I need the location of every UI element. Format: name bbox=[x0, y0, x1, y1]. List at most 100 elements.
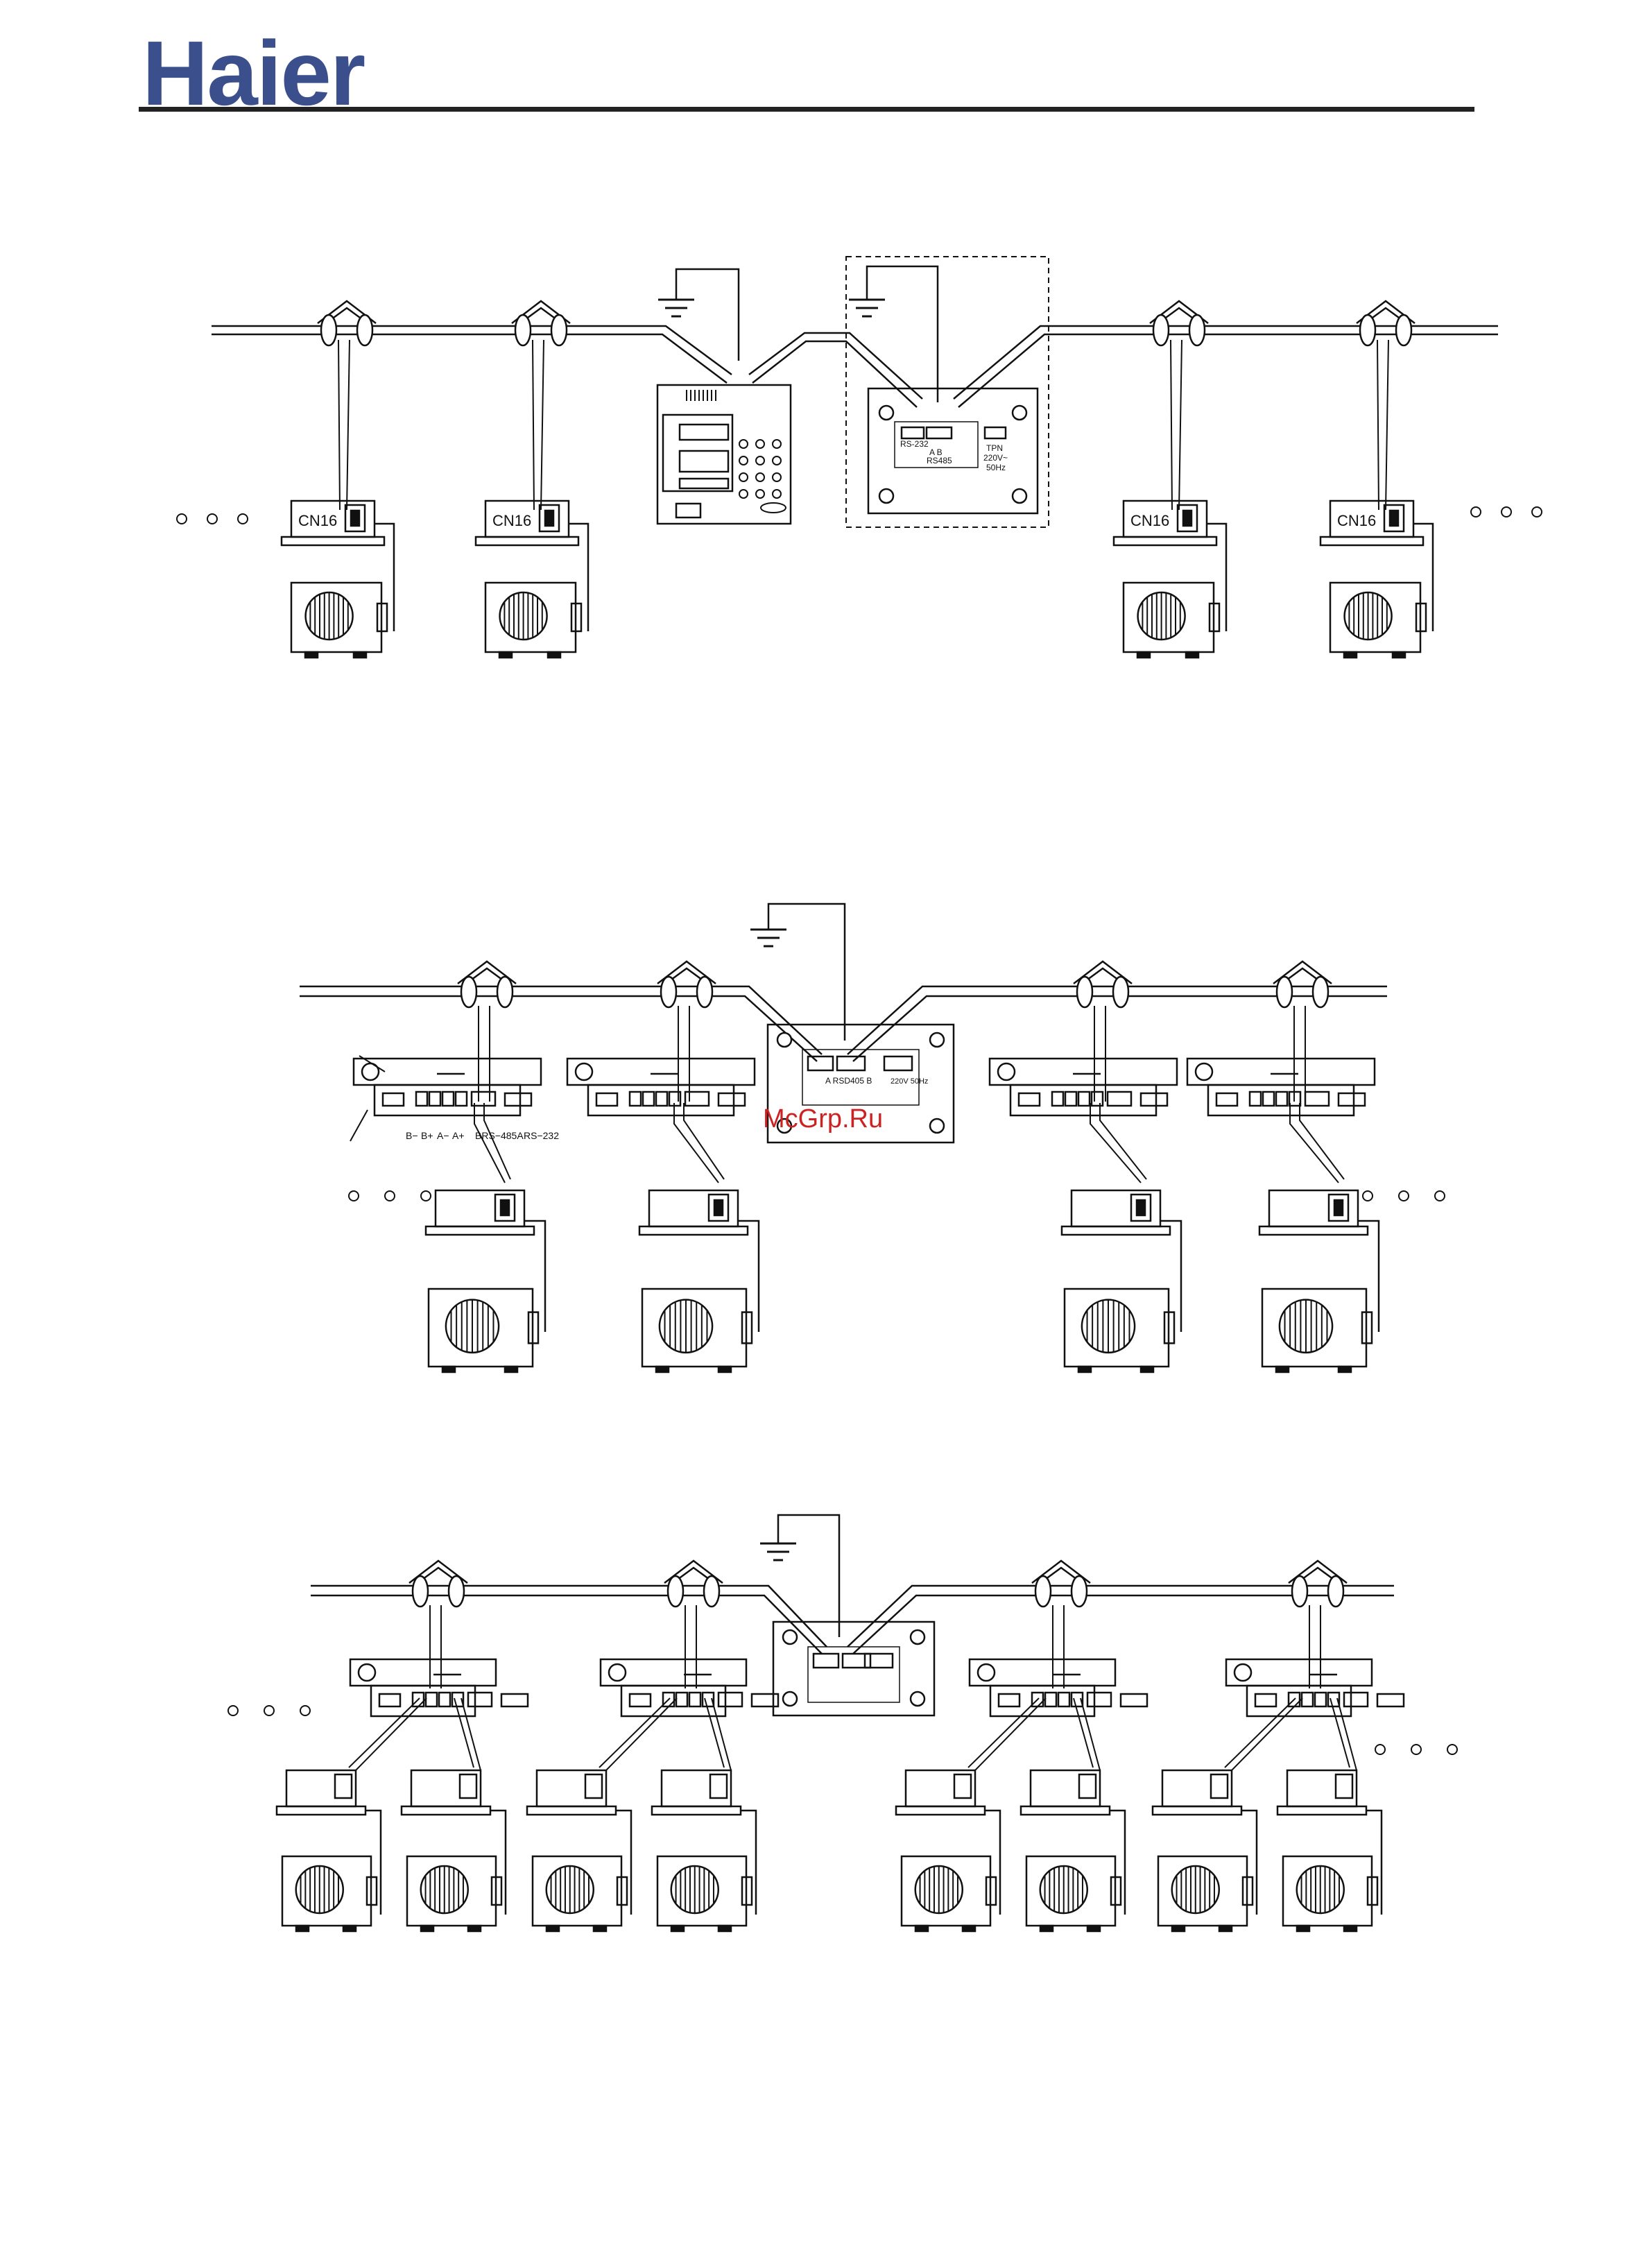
indoor-unit-base bbox=[1062, 1226, 1170, 1235]
ferrite-core bbox=[1328, 1576, 1343, 1607]
adapter-led bbox=[609, 1664, 626, 1681]
mounting-hole bbox=[911, 1692, 924, 1706]
signal-wire bbox=[684, 1103, 724, 1179]
ferrite-core bbox=[1189, 315, 1205, 345]
signal-wire bbox=[349, 1698, 420, 1768]
refrigerant-pipe bbox=[741, 1811, 756, 1915]
ferrite-core bbox=[551, 315, 567, 345]
indoor-unit bbox=[1031, 1770, 1100, 1806]
foot bbox=[1393, 652, 1405, 658]
adapter-led bbox=[359, 1664, 375, 1681]
term-label: B+ bbox=[421, 1130, 433, 1141]
signal-wire bbox=[533, 340, 534, 510]
indoor-unit bbox=[286, 1770, 356, 1806]
ferrite-core bbox=[697, 977, 712, 1007]
ferrite-core bbox=[1077, 977, 1092, 1007]
terminal-block bbox=[1092, 1092, 1103, 1106]
foot bbox=[1141, 1367, 1153, 1372]
indoor-unit-base bbox=[639, 1226, 748, 1235]
foot bbox=[1186, 652, 1198, 658]
rs232-port bbox=[505, 1093, 531, 1106]
terminal-block bbox=[656, 1092, 667, 1106]
ellipsis-dot bbox=[1411, 1745, 1421, 1754]
cn16-label: CN16 bbox=[492, 512, 531, 529]
leader-line bbox=[350, 1110, 368, 1141]
foot bbox=[915, 1926, 928, 1931]
keypad-button bbox=[756, 440, 764, 448]
ellipsis-dot bbox=[1375, 1745, 1385, 1754]
cn16-connector bbox=[710, 1774, 727, 1798]
term-label: BRS−485A bbox=[475, 1130, 524, 1141]
cn16-connector-pin bbox=[1390, 511, 1398, 526]
ellipsis-dot bbox=[300, 1706, 310, 1715]
ferrite-core bbox=[515, 315, 531, 345]
cn16-connector bbox=[460, 1774, 476, 1798]
ellipsis-dot bbox=[207, 514, 217, 524]
indoor-unit-base bbox=[527, 1806, 616, 1815]
diagram-2: A RSD405 B220V 50HzB−B+A−A+BRS−485ARS−23… bbox=[300, 904, 1445, 1372]
terminal-block bbox=[1087, 1693, 1111, 1706]
terminal-block bbox=[1315, 1693, 1326, 1706]
ferrite-core bbox=[1277, 977, 1292, 1007]
refrigerant-pipe bbox=[985, 1811, 1000, 1915]
adapter-led bbox=[978, 1664, 995, 1681]
rs232-label: RS-232 bbox=[900, 439, 929, 449]
cn16-connector-pin bbox=[351, 511, 359, 526]
converter-board bbox=[808, 1647, 900, 1702]
bus-wire bbox=[752, 341, 917, 407]
indoor-unit-base bbox=[476, 537, 578, 545]
controller-display bbox=[663, 415, 732, 491]
terminal-block bbox=[1344, 1693, 1368, 1706]
ferrite-core bbox=[413, 1576, 428, 1607]
terminal-block bbox=[719, 1693, 742, 1706]
keypad-button bbox=[756, 490, 764, 498]
adapter-port bbox=[1019, 1093, 1040, 1106]
ferrite-core bbox=[461, 977, 476, 1007]
signal-wire bbox=[975, 1698, 1046, 1770]
foot bbox=[442, 1367, 455, 1372]
foot bbox=[1344, 652, 1357, 658]
terminal-block bbox=[439, 1693, 450, 1706]
terminal-block bbox=[1276, 1092, 1287, 1106]
indoor-unit bbox=[411, 1770, 481, 1806]
cn16-connector bbox=[335, 1774, 352, 1798]
bus-wire bbox=[212, 326, 732, 375]
indoor-unit bbox=[1162, 1770, 1232, 1806]
ellipsis-dot bbox=[177, 514, 187, 524]
watermark: McGrp.Ru bbox=[763, 1104, 883, 1134]
bus-wire bbox=[958, 334, 1498, 407]
converter-frame bbox=[846, 257, 1049, 527]
keypad-button bbox=[739, 440, 748, 448]
indoor-unit-base bbox=[1153, 1806, 1241, 1815]
cn16-connector bbox=[585, 1774, 602, 1798]
ferrite-core bbox=[497, 977, 513, 1007]
signal-wire bbox=[541, 340, 544, 510]
ferrite-core bbox=[1292, 1576, 1307, 1607]
ferrite-core bbox=[704, 1576, 719, 1607]
term-label: B− bbox=[406, 1130, 418, 1141]
rs232-port bbox=[752, 1694, 778, 1706]
tpn-label: TPN bbox=[986, 443, 1003, 453]
adapter-led bbox=[576, 1063, 592, 1080]
ferrite-core bbox=[1153, 315, 1169, 345]
adapter-port bbox=[383, 1093, 404, 1106]
ellipsis-dot bbox=[1502, 507, 1511, 517]
foot bbox=[1078, 1367, 1091, 1372]
adapter-base bbox=[588, 1085, 734, 1115]
adapter-port bbox=[999, 1694, 1019, 1706]
indoor-unit-base bbox=[652, 1806, 741, 1815]
foot bbox=[1040, 1926, 1053, 1931]
rs232-port bbox=[1121, 1694, 1147, 1706]
refrigerant-pipe bbox=[365, 1811, 381, 1915]
ellipsis-dot bbox=[238, 514, 248, 524]
cn16-label: CN16 bbox=[1130, 512, 1169, 529]
cn16-connector bbox=[1079, 1774, 1096, 1798]
adapter-led bbox=[1234, 1664, 1251, 1681]
terminal-block bbox=[1302, 1693, 1313, 1706]
terminal-block bbox=[1305, 1092, 1329, 1106]
term-label: A− bbox=[437, 1130, 449, 1141]
ellipsis-dot bbox=[1435, 1191, 1445, 1201]
terminal-block bbox=[1045, 1693, 1056, 1706]
signal-wire bbox=[1100, 1103, 1146, 1179]
foot bbox=[305, 652, 318, 658]
